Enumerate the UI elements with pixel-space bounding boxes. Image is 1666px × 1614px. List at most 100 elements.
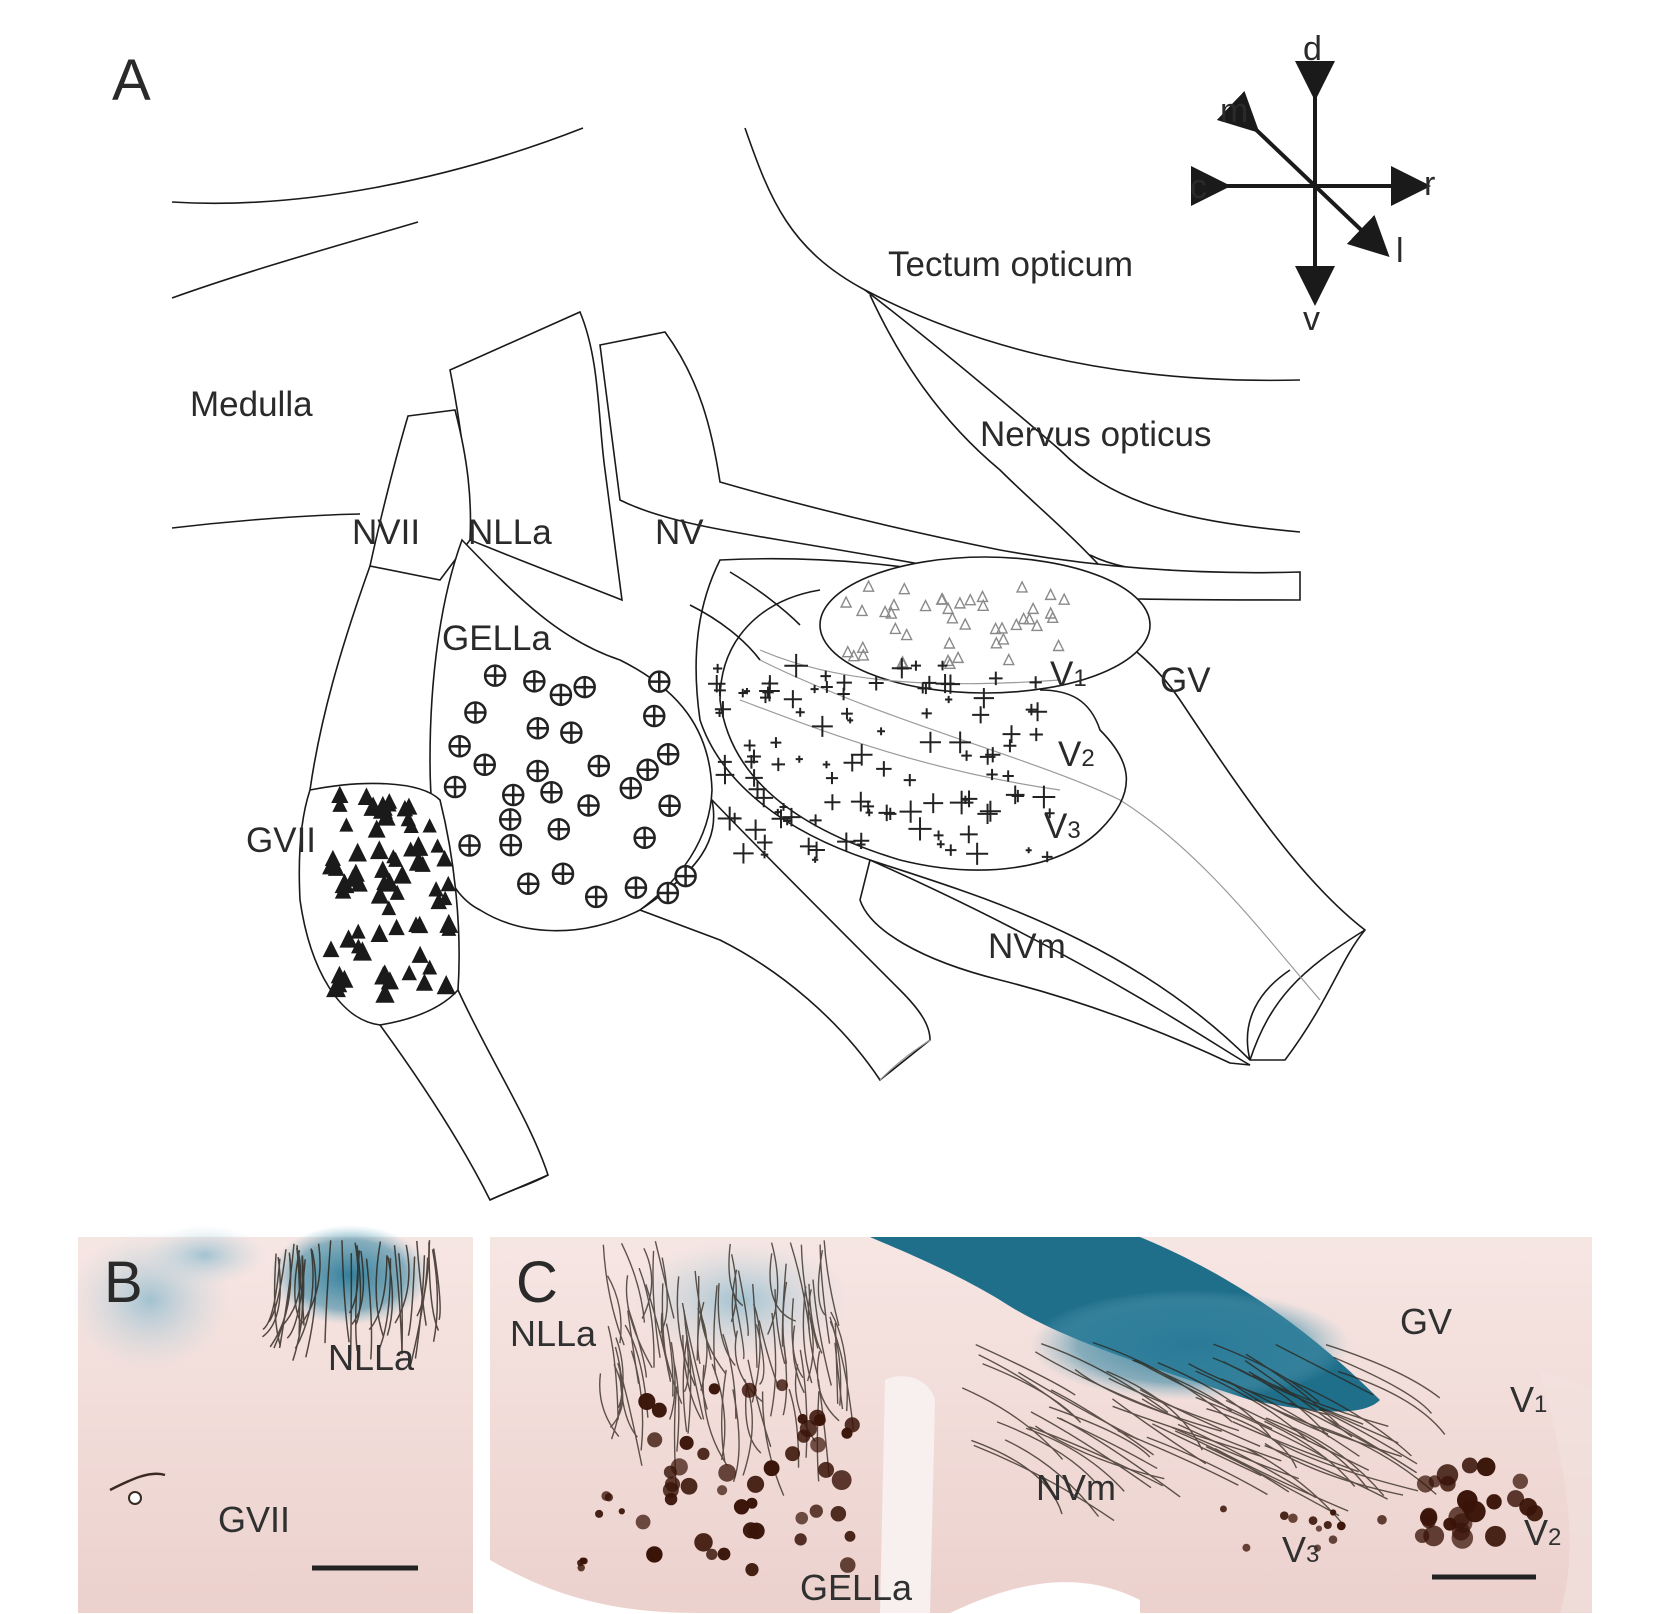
label-gv: GV: [1160, 661, 1211, 700]
circle-cross-marker: [621, 778, 641, 798]
panel-b-blue-stain-top: [145, 1225, 265, 1285]
labeled-cell: [646, 1546, 662, 1562]
labeled-cell: [795, 1533, 807, 1545]
labeled-cell: [810, 1504, 823, 1517]
axis-v: v: [1303, 300, 1320, 338]
labeled-cell: [1280, 1511, 1289, 1520]
circle-cross-marker: [575, 677, 595, 697]
medulla-line-mid: [172, 514, 360, 528]
circle-cross-marker: [501, 835, 521, 855]
plus-marker: [808, 842, 825, 859]
circle-cross-marker: [475, 755, 495, 775]
labeled-cell: [1421, 1508, 1437, 1524]
labeled-cell: [581, 1558, 588, 1565]
labeled-cell: [636, 1515, 651, 1530]
label-gvii: GVII: [246, 821, 316, 860]
labeled-cell: [734, 1499, 749, 1514]
label-nvm: NVm: [988, 927, 1066, 966]
circle-cross-marker: [450, 736, 470, 756]
circle-cross-marker: [485, 666, 505, 686]
labeled-cell: [1329, 1535, 1338, 1544]
v1-region: [820, 557, 1150, 693]
label-nlla: NLLa: [468, 513, 552, 552]
panel-b-bubble: [129, 1492, 141, 1504]
circle-cross-marker: [649, 672, 669, 692]
labeled-cell: [745, 1563, 758, 1576]
plus-marker: [800, 838, 817, 855]
circle-cross-marker: [460, 836, 480, 856]
circle-cross-marker: [465, 703, 485, 723]
labeled-cell: [717, 1485, 727, 1495]
labeled-cell: [1443, 1518, 1456, 1531]
label-c-gv: GV: [1400, 1301, 1452, 1342]
panel-b: B NLLa GVII: [70, 1225, 473, 1613]
circle-cross-marker: [528, 761, 548, 781]
circle-cross-marker: [586, 887, 606, 907]
circle-cross-marker: [626, 878, 646, 898]
labeled-cell: [647, 1432, 662, 1447]
panel-a: A: [112, 30, 1435, 1200]
labeled-cell: [1485, 1526, 1506, 1547]
label-c-nvm: NVm: [1036, 1467, 1116, 1508]
label-gella: GELLa: [442, 619, 551, 658]
labeled-cell: [1513, 1474, 1528, 1489]
labeled-cell: [595, 1510, 603, 1518]
labeled-cell: [1324, 1521, 1332, 1529]
circle-cross-marker: [549, 819, 569, 839]
circle-cross-marker: [638, 760, 658, 780]
circle-cross-marker: [500, 809, 520, 829]
labeled-cell: [1462, 1458, 1478, 1474]
label-nervus-opticus: Nervus opticus: [980, 415, 1211, 454]
circle-cross-marker: [553, 864, 573, 884]
labeled-cell: [697, 1448, 709, 1460]
label-c-nlla: NLLa: [510, 1313, 597, 1354]
labeled-cell: [1423, 1525, 1444, 1546]
label-nvii: NVII: [352, 513, 420, 552]
labeled-cell: [1464, 1501, 1485, 1522]
labeled-cell: [810, 1437, 826, 1453]
panel-b-nlla-fibers: [270, 1225, 430, 1325]
label-c-gella: GELLa: [800, 1567, 913, 1608]
labeled-cell: [1337, 1522, 1346, 1531]
panel-c: C NLLa GV V1 NVm V2 V3 GELLa: [490, 1237, 1592, 1613]
labeled-cell: [747, 1476, 764, 1493]
labeled-cell: [680, 1436, 694, 1450]
label-medulla: Medulla: [190, 385, 313, 424]
panel-a-letter: A: [112, 48, 151, 113]
labeled-cell: [845, 1531, 856, 1542]
labeled-cell: [665, 1493, 677, 1505]
labeled-cell: [671, 1458, 688, 1475]
axis-r: r: [1424, 165, 1435, 203]
labeled-cell: [601, 1491, 611, 1501]
labeled-cell: [1477, 1457, 1496, 1476]
labeled-cell: [709, 1383, 720, 1394]
label-b-nlla: NLLa: [328, 1337, 415, 1378]
circle-cross-marker: [524, 671, 544, 691]
circle-cross-marker: [528, 718, 548, 738]
labeled-cell: [1377, 1515, 1387, 1525]
labeled-cell: [694, 1533, 712, 1551]
medulla-line-upper: [172, 128, 583, 203]
labeled-cell: [764, 1460, 780, 1476]
nvii-nerve: [370, 410, 470, 580]
circle-cross-marker: [589, 756, 609, 776]
labeled-cell: [776, 1379, 788, 1391]
circle-cross-marker: [518, 874, 538, 894]
label-tectum-opticum: Tectum opticum: [888, 245, 1133, 284]
axis-l: l: [1396, 232, 1404, 270]
labeled-cell: [1309, 1516, 1318, 1525]
circle-cross-marker: [445, 777, 465, 797]
labeled-cell: [800, 1420, 817, 1437]
circle-cross-marker: [551, 685, 571, 705]
labeled-cell: [748, 1523, 765, 1540]
circle-cross-marker: [644, 706, 664, 726]
panel-c-letter: C: [516, 1250, 558, 1315]
axis-m: m: [1220, 92, 1248, 130]
label-nv: NV: [655, 513, 704, 552]
labeled-cell: [832, 1470, 852, 1490]
axis-c: c: [1190, 168, 1207, 206]
labeled-cell: [785, 1446, 800, 1461]
circle-cross-marker: [561, 723, 581, 743]
circle-cross-marker: [579, 795, 599, 815]
